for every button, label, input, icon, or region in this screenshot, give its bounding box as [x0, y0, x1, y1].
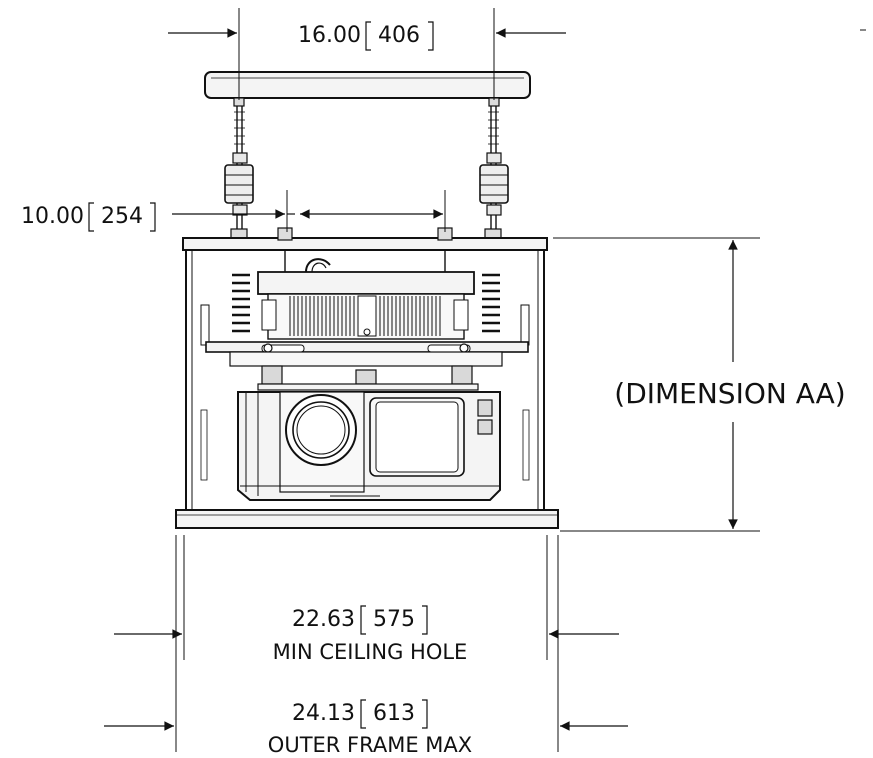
dim-rod-spacing-value: 10.00 [21, 204, 84, 229]
dim-outer-frame-caption: OUTER FRAME MAX [268, 733, 472, 757]
dim-ceiling-hole-value: 22.63 [292, 607, 355, 632]
threaded-rod-left [224, 97, 254, 239]
dim-outer-frame: 24.13 613 OUTER FRAME MAX [104, 535, 628, 757]
dim-top-spacing: 16.00 406 [168, 8, 866, 100]
dim-top-spacing-metric: 406 [378, 23, 420, 48]
dim-height-label: (DIMENSION AA) [614, 377, 845, 410]
dim-ceiling-hole: 22.63 575 MIN CEILING HOLE [114, 535, 619, 664]
dim-ceiling-hole-metric: 575 [373, 607, 415, 632]
dim-rod-spacing-metric: 254 [101, 204, 143, 229]
dim-outer-frame-value: 24.13 [292, 701, 355, 726]
dim-ceiling-hole-caption: MIN CEILING HOLE [273, 640, 468, 664]
projector-body [237, 391, 501, 501]
threaded-rod-right [479, 97, 509, 239]
dim-top-spacing-value: 16.00 [298, 23, 361, 48]
dim-outer-frame-metric: 613 [373, 701, 415, 726]
lift-mechanism [205, 227, 529, 391]
ceiling-plate [204, 71, 531, 99]
dim-rod-spacing: 10.00 254 [21, 190, 446, 232]
mount-housing [175, 237, 559, 529]
dim-height: (DIMENSION AA) [553, 237, 846, 532]
heat-sink [289, 295, 441, 337]
